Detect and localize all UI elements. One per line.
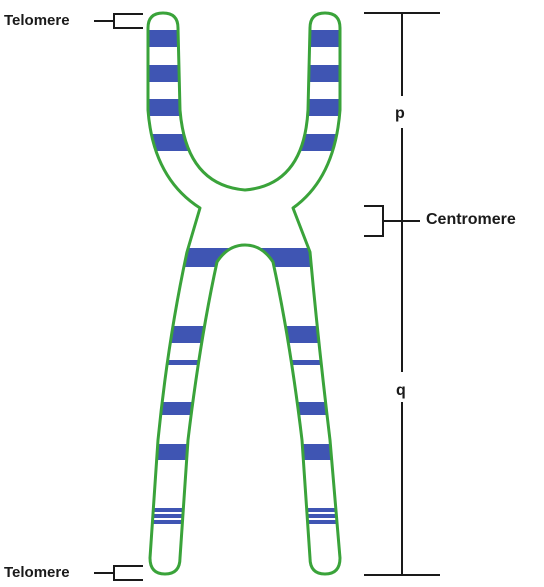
q-arm-label: q [396, 383, 406, 399]
band-centromere [180, 248, 320, 267]
band-lower-left-7 [140, 520, 195, 524]
band-lower-left-5 [140, 508, 195, 512]
telomere-bottom-label: Telomere [4, 565, 70, 580]
band-lower-right-2 [285, 360, 340, 365]
chromosome-bands [140, 30, 355, 524]
centromere-label: Centromere [426, 212, 516, 228]
p-arm-label: p [395, 106, 405, 122]
centromere-bracket [364, 206, 420, 236]
band-lower-left-3 [150, 402, 205, 415]
band-lower-left-6 [140, 514, 195, 518]
band-lower-left-2 [155, 360, 210, 365]
band-upper-right-1 [300, 30, 350, 47]
band-upper-right-4 [290, 134, 350, 151]
telomere-bottom-bracket [94, 566, 143, 580]
arm-scale-line [364, 13, 440, 575]
chromosome-body [148, 13, 340, 574]
band-lower-left-1 [160, 326, 215, 343]
telomere-top-label: Telomere [4, 13, 70, 28]
telomere-top-bracket [94, 14, 143, 28]
band-lower-left-4 [145, 444, 200, 460]
